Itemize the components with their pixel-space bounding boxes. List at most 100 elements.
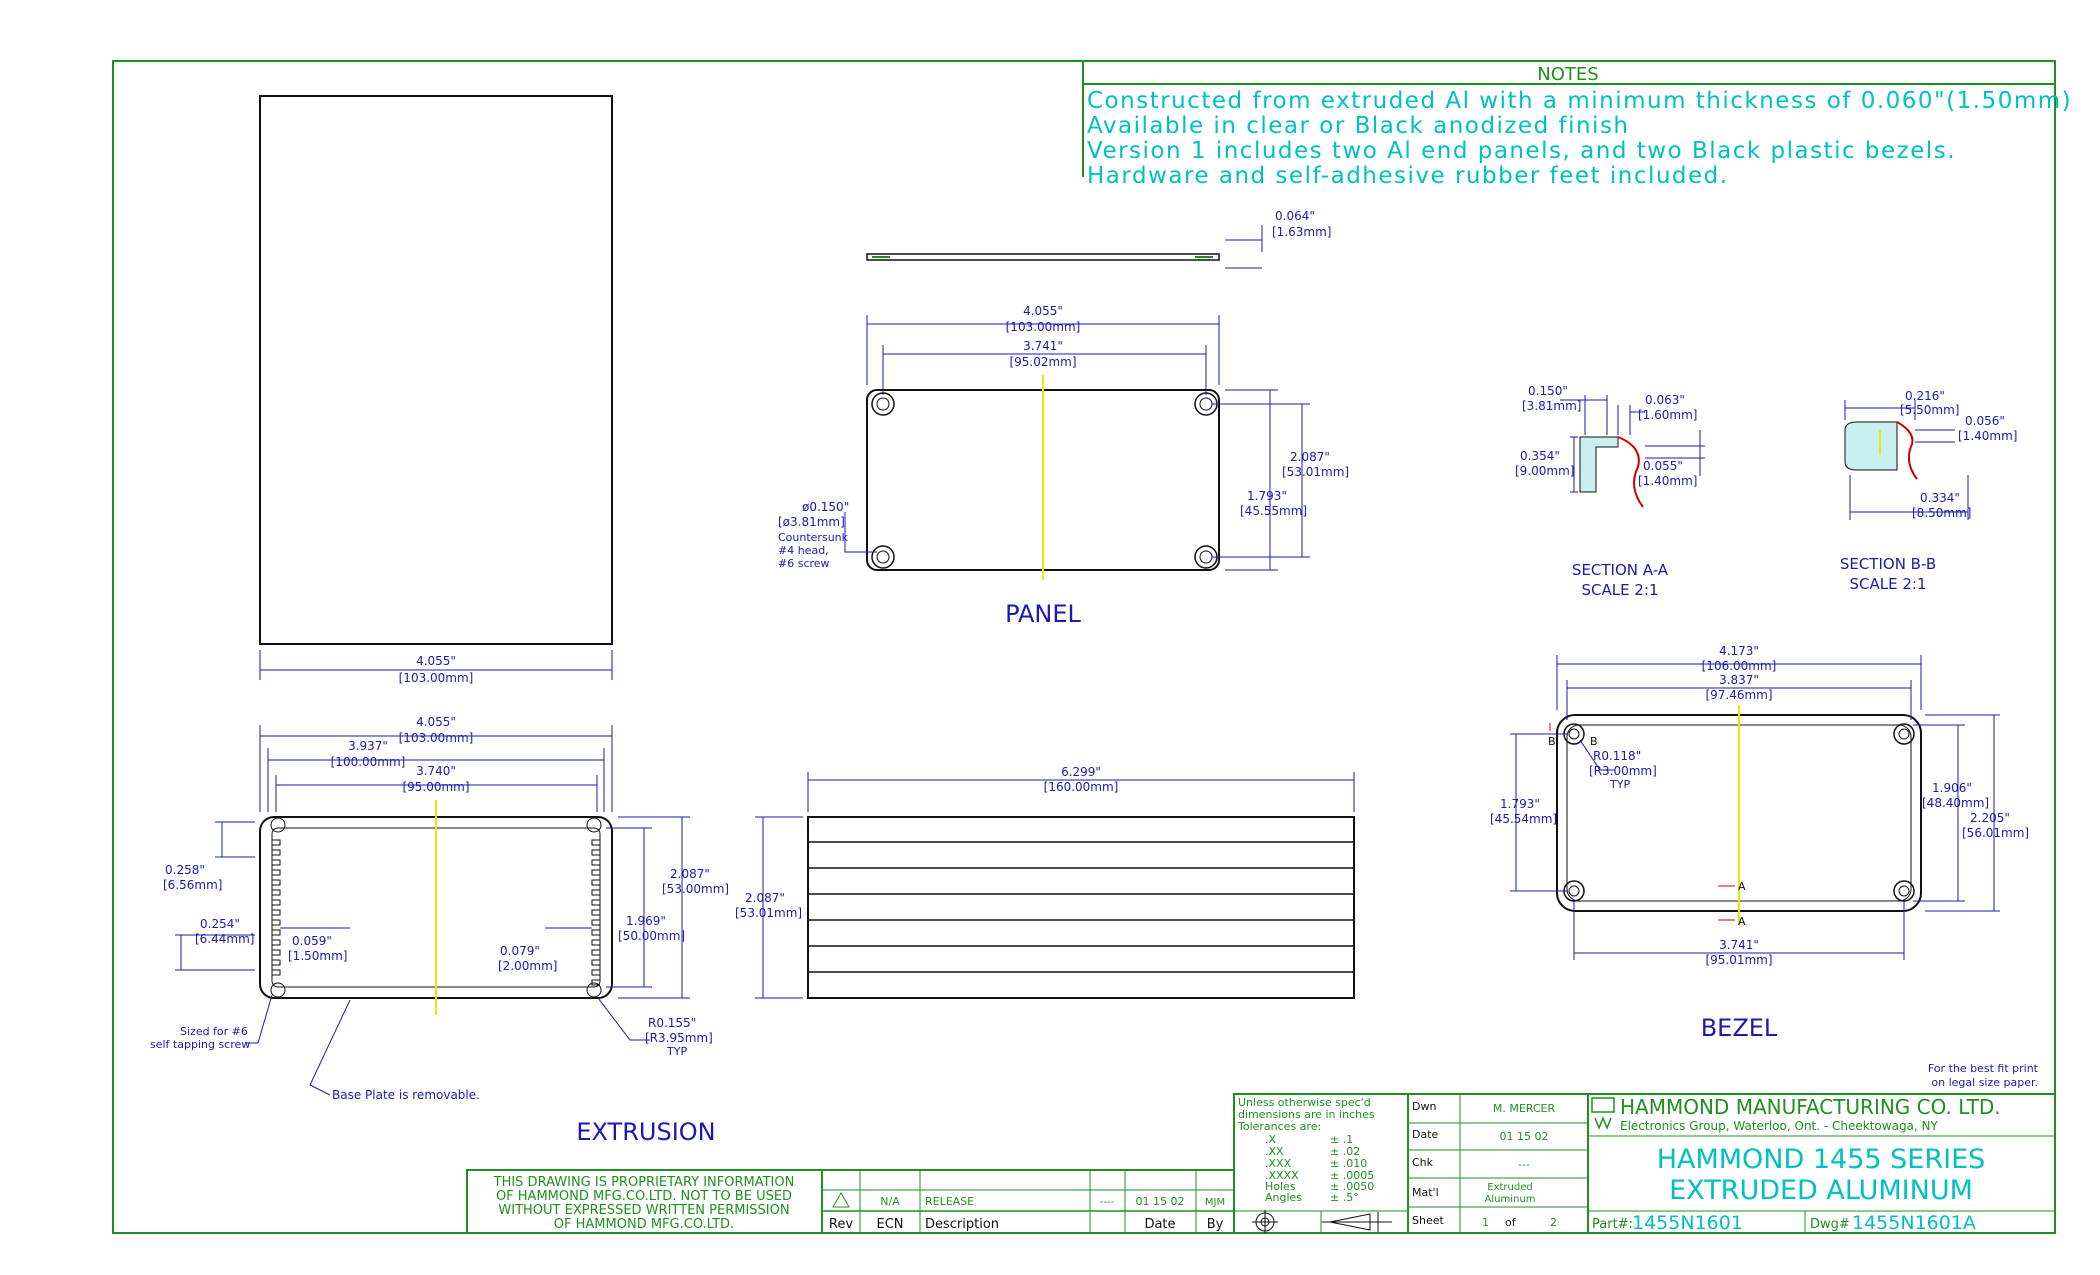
chk-label: Chk <box>1412 1156 1434 1169</box>
panel-head: #4 head, <box>778 544 829 557</box>
description-header: Description <box>925 1217 999 1232</box>
rev-ecn-value: N/A <box>880 1195 900 1208</box>
company-sub: Electronics Group, Waterloo, Ont. - Chee… <box>1620 1119 1939 1133</box>
extrusion-height2-mm: [50.00mm] <box>618 929 685 943</box>
length-height-mm: [53.01mm] <box>735 906 802 920</box>
dwg-label: Dwg# <box>1810 1217 1850 1232</box>
panel-hole-height-mm: [45.55mm] <box>1240 504 1307 518</box>
extrusion-c-mm: [1.50mm] <box>288 949 347 963</box>
date-header: Date <box>1144 1217 1175 1232</box>
extrusion-b-in: 0.254" <box>200 917 240 931</box>
tol-xxx-val: ± .010 <box>1330 1157 1367 1170</box>
top-width-mm: [103.00mm] <box>399 671 474 685</box>
extrusion-base-plate: Base Plate is removable. <box>332 1088 480 1102</box>
section-bb-label: SECTION B-B <box>1840 555 1936 573</box>
tol-line-3: Tolerances are: <box>1237 1120 1321 1133</box>
saa-a-mm: [3.81mm] <box>1522 399 1581 413</box>
revision-block: N/A RELEASE ---- 01 15 02 MJM Rev ECN De… <box>821 1169 1235 1234</box>
panel-width-mm: [103.00mm] <box>1006 320 1081 334</box>
rev-date-value: 01 15 02 <box>1136 1195 1185 1208</box>
dwn-value: M. MERCER <box>1493 1102 1556 1115</box>
sbb-a-in: 0.216" <box>1905 389 1945 403</box>
sbb-a-mm: [5.50mm] <box>1900 403 1959 417</box>
tol-line-1: Unless otherwise spec'd <box>1238 1096 1371 1109</box>
saa-d-mm: [1.40mm] <box>1638 474 1697 488</box>
matl-label: Mat'l <box>1412 1186 1439 1199</box>
top-view: 4.055" [103.00mm] <box>259 95 613 685</box>
section-aa: 0.150" [3.81mm] 0.063" [1.60mm] 0.354" [… <box>1515 384 1705 599</box>
bezel-width3-mm: [95.01mm] <box>1705 953 1772 967</box>
panel-height-mm: [53.01mm] <box>1282 465 1349 479</box>
section-bb-scale: SCALE 2:1 <box>1850 575 1927 593</box>
panel-label: PANEL <box>1005 600 1081 628</box>
bezel-view: 4.173" [106.00mm] 3.837" [97.46mm] R0.11… <box>1490 644 2029 1042</box>
prop-line-3: WITHOUT EXPRESSED WRITTEN PERMISSION <box>498 1203 789 1218</box>
length-in: 6.299" <box>1061 765 1101 779</box>
tol-xxxx-val: ± .0005 <box>1330 1169 1374 1182</box>
bezel-radius-in: R0.118" <box>1593 749 1641 763</box>
extrusion-b-mm: [6.44mm] <box>195 932 254 946</box>
date-label: Date <box>1412 1128 1439 1141</box>
length-view: 6.299" [160.00mm] 2.087" [53.01mm] <box>735 765 1355 999</box>
saa-a-in: 0.150" <box>1528 384 1568 398</box>
bezel-label: BEZEL <box>1701 1014 1778 1042</box>
date-value: 01 15 02 <box>1500 1130 1549 1143</box>
section-a-marker-top: A <box>1738 880 1746 893</box>
title-line-2: EXTRUDED ALUMINUM <box>1669 1175 1973 1206</box>
tolerance-block: Unless otherwise spec'd dimensions are i… <box>1233 1093 1409 1234</box>
extrusion-width3-in: 3.740" <box>416 764 456 778</box>
sheet-total: 2 <box>1550 1216 1557 1229</box>
extrusion-self-tapping: self tapping screw <box>150 1038 250 1051</box>
chk-value: --- <box>1518 1158 1530 1171</box>
panel-countersunk: Countersunk <box>778 531 849 544</box>
extrusion-sized-for: Sized for #6 <box>180 1025 248 1038</box>
bezel-radius-typ: TYP <box>1609 778 1630 791</box>
extrusion-d-in: 0.079" <box>500 944 540 958</box>
bezel-width2-in: 3.837" <box>1719 673 1759 687</box>
extrusion-width-in: 4.055" <box>416 715 456 729</box>
section-bb: 0.216" [5.50mm] 0.056" [1.40mm] 0.334" [… <box>1840 389 2018 593</box>
saa-c-in: 0.354" <box>1520 449 1560 463</box>
dwg-number: 1455N1601A <box>1852 1212 1976 1234</box>
sbb-c-in: 0.334" <box>1920 491 1960 505</box>
panel-hole-spacing-in: 3.741" <box>1023 339 1063 353</box>
top-width-in: 4.055" <box>416 654 456 668</box>
tol-angles-val: ± .5° <box>1330 1191 1359 1204</box>
hammond-logo-icon <box>1591 1097 1615 1131</box>
length-mm: [160.00mm] <box>1044 780 1119 794</box>
bezel-radius-mm: [R3.00mm] <box>1589 764 1657 778</box>
by-header: By <box>1207 1217 1224 1232</box>
note-line-2: Available in clear or Black anodized fin… <box>1087 113 1630 139</box>
extrusion-d-mm: [2.00mm] <box>498 959 557 973</box>
panel-edge-view: 0.064" [1.63mm] <box>866 209 1331 269</box>
note-line-3: Version 1 includes two Al end panels, an… <box>1087 138 1956 164</box>
tol-line-2: dimensions are in inches <box>1238 1108 1375 1121</box>
tol-x: .X <box>1265 1133 1276 1146</box>
extrusion-height-in: 2.087" <box>670 867 710 881</box>
panel-width-in: 4.055" <box>1023 304 1063 318</box>
bezel-width2-mm: [97.46mm] <box>1705 688 1772 702</box>
dwn-label: Dwn <box>1412 1100 1436 1113</box>
fit-note-1: For the best fit print <box>1928 1062 2039 1075</box>
fit-note-2: on legal size paper. <box>1931 1076 2038 1089</box>
notes-header: NOTES <box>1537 64 1598 85</box>
tol-x-val: ± .1 <box>1330 1133 1353 1146</box>
rev-description-value: RELEASE <box>925 1195 974 1208</box>
extrusion-c-in: 0.059" <box>292 934 332 948</box>
ecn-header: ECN <box>876 1217 903 1232</box>
panel-screw: #6 screw <box>778 557 830 570</box>
tol-xxx: .XXX <box>1265 1157 1292 1170</box>
bezel-height2-in: 1.906" <box>1932 781 1972 795</box>
sheet-border <box>112 60 2056 1234</box>
bezel-height2-mm: [48.40mm] <box>1922 796 1989 810</box>
section-aa-scale: SCALE 2:1 <box>1582 581 1659 599</box>
panel-hole-height-in: 1.793" <box>1247 489 1287 503</box>
proprietary-box: THIS DRAWING IS PROPRIETARY INFORMATION … <box>466 1169 823 1234</box>
extrusion-width2-mm: [100.00mm] <box>331 755 406 769</box>
saa-b-in: 0.063" <box>1645 393 1685 407</box>
section-b-marker-left: B <box>1548 735 1556 748</box>
company-name: HAMMOND MANUFACTURING CO. LTD. <box>1620 1095 2001 1119</box>
panel-height-in: 2.087" <box>1290 450 1330 464</box>
bezel-height-mm: [45.54mm] <box>1490 812 1557 826</box>
